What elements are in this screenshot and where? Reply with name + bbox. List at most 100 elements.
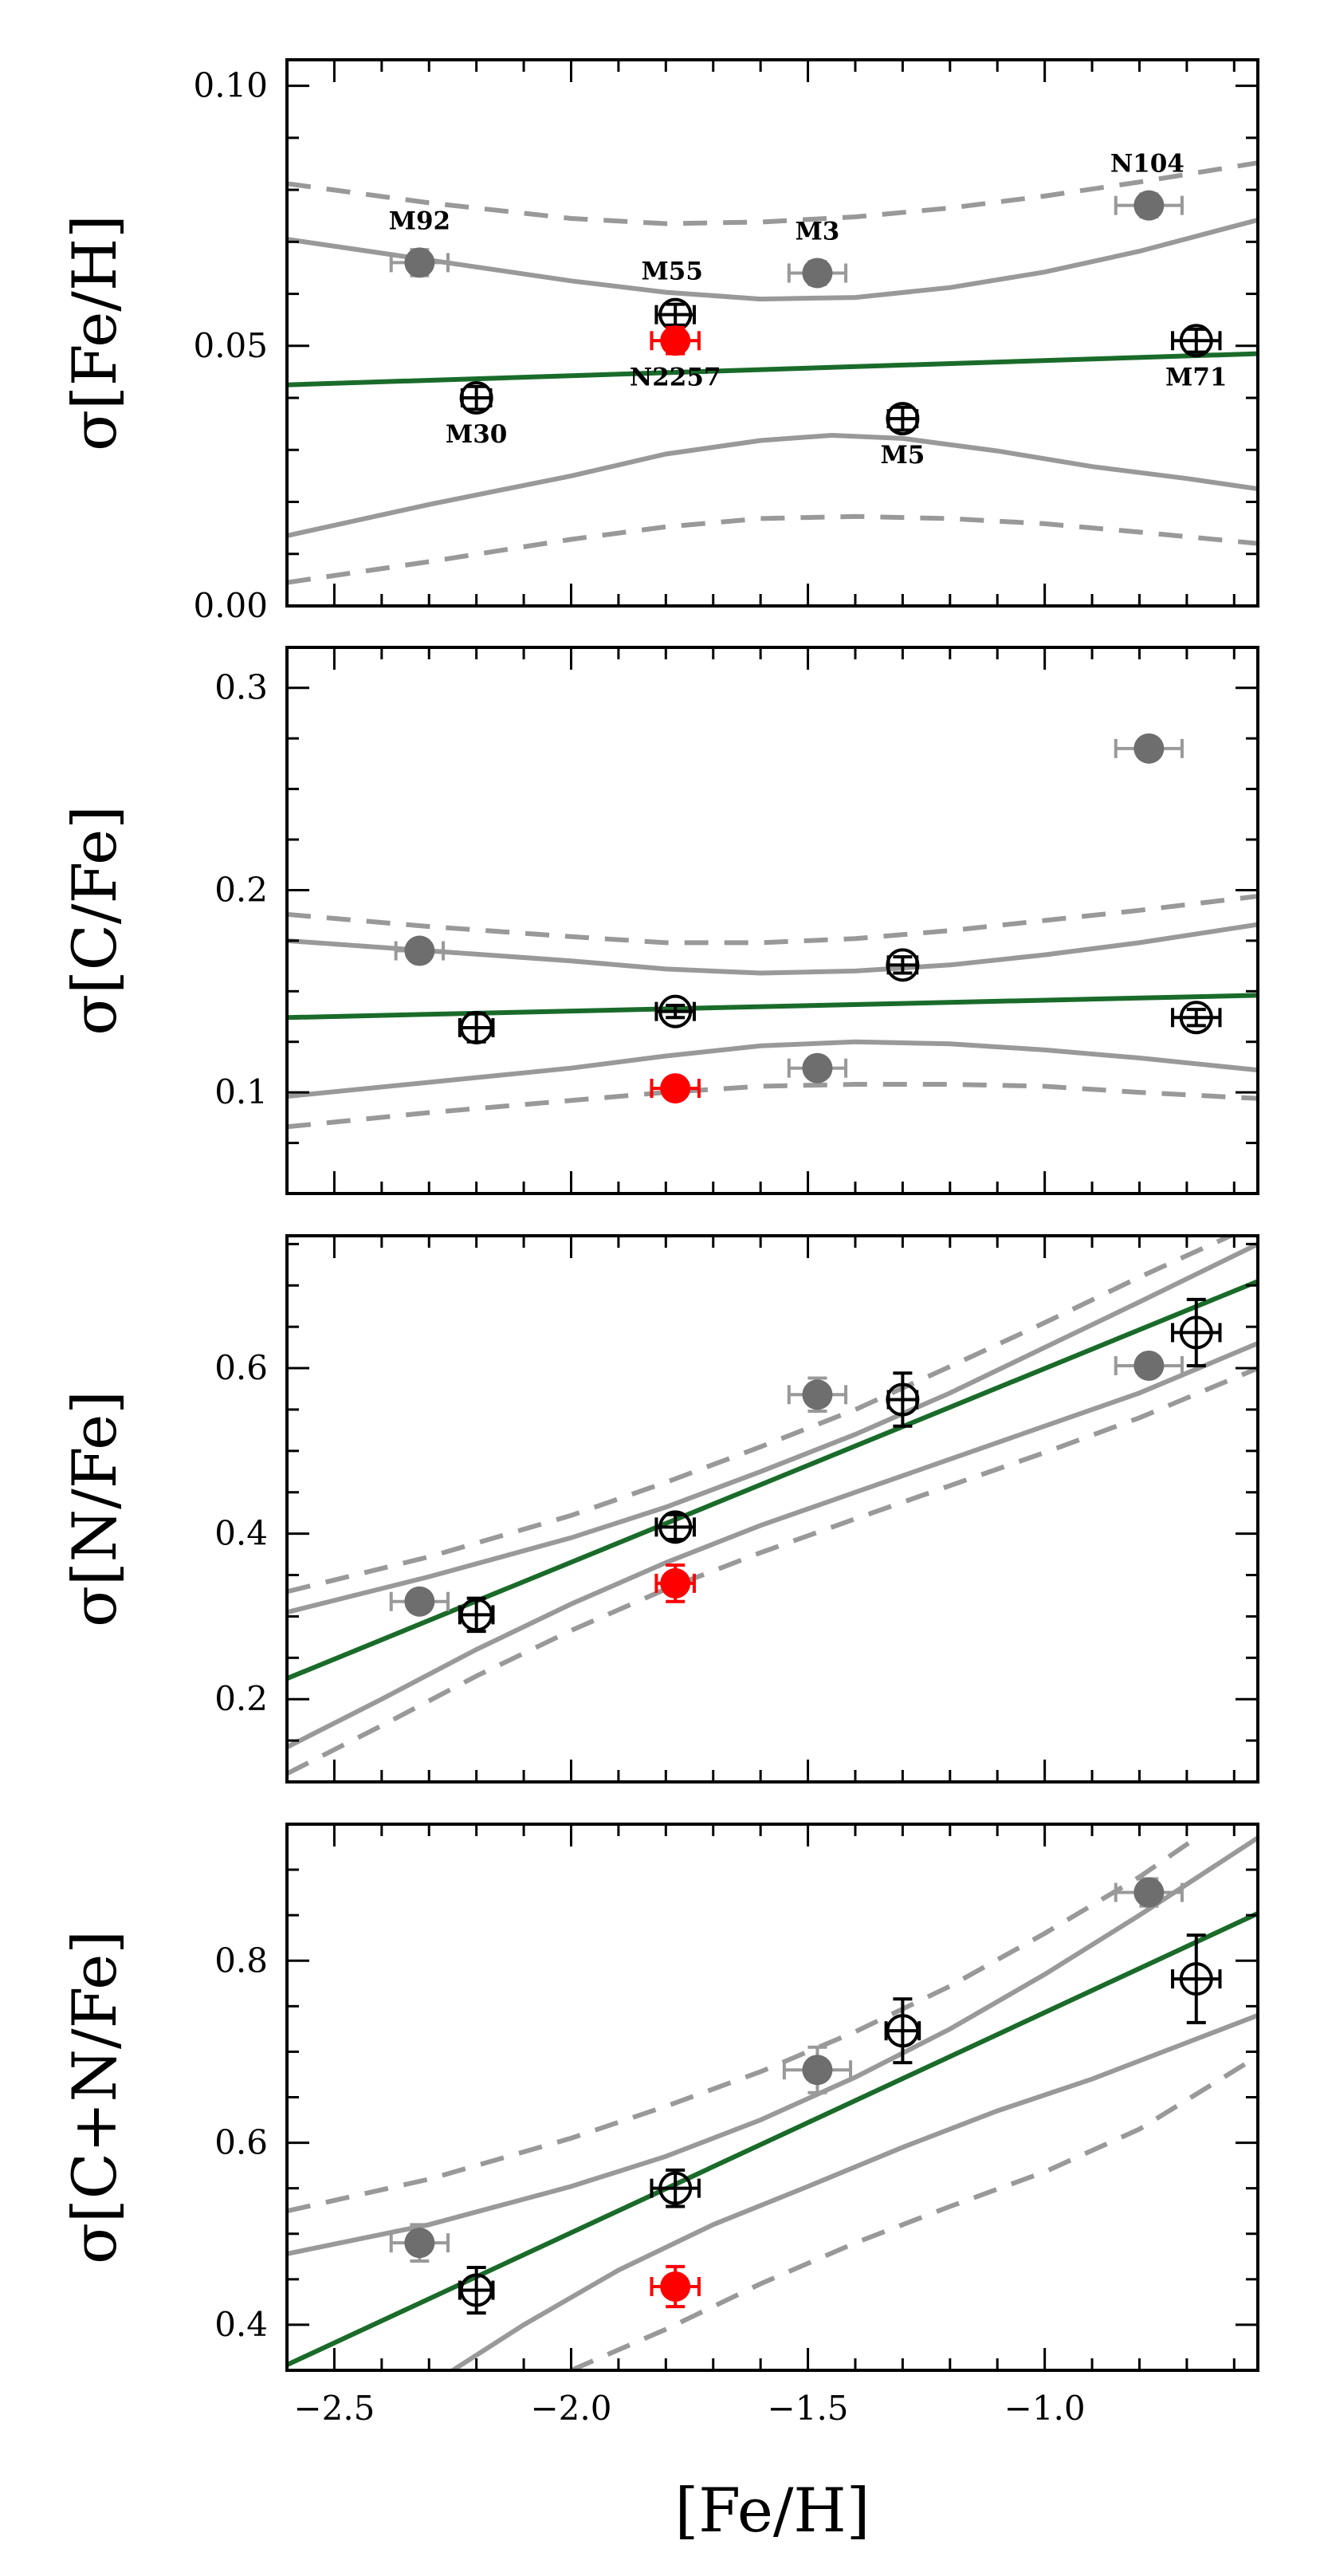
panel-frame <box>285 1234 1259 1784</box>
panel-frame <box>285 646 1259 1195</box>
marker-gray <box>802 1052 833 1083</box>
cluster-label: M55 <box>641 258 702 286</box>
cluster-label: N2257 <box>630 363 721 391</box>
marker-gray <box>404 935 435 966</box>
panel-c-fe: 0.1 0.2 0.3 σ[C/Fe] <box>59 646 1259 1195</box>
panel-fe-h: M92M30M55N2257M3M5N104M710.000.050.10σ[F… <box>59 58 1259 625</box>
data-point <box>1114 1877 1184 1908</box>
y-tick-label: 0.4 <box>214 1514 268 1553</box>
confidence-band-outer-upper <box>287 160 1258 226</box>
data-point <box>389 2223 450 2263</box>
confidence-band-outer-lower <box>570 2054 1258 2370</box>
cluster-label: M71 <box>1165 363 1227 391</box>
confidence-band-outer-lower <box>287 513 1258 585</box>
x-tick-label: −2.0 <box>530 2389 611 2428</box>
data-point <box>886 948 920 982</box>
fit-line <box>287 1911 1258 2367</box>
y-tick-label: 0.6 <box>214 2123 268 2162</box>
data-point <box>1114 733 1184 764</box>
y-tick-label: 0.00 <box>193 586 268 625</box>
confidence-band-inner-lower <box>287 432 1258 538</box>
confidence-band-inner-upper <box>287 1835 1258 2256</box>
data-point <box>1171 1933 1222 2024</box>
marker-gray <box>802 258 833 289</box>
data-point <box>459 381 493 415</box>
cluster-label: N104 <box>1110 150 1185 179</box>
panel-cn-fe: 0.40.60.8σ[C+N/Fe] <box>59 1823 1259 2372</box>
data-point <box>787 1376 848 1414</box>
marker-open <box>658 2171 693 2205</box>
marker-gray <box>802 2055 833 2086</box>
marker-gray <box>802 1379 833 1410</box>
marker-gray <box>1133 1877 1165 1908</box>
x-axis-labels: −2.5−2.0−1.5−1.0 <box>293 2389 1085 2428</box>
ticks <box>285 60 1258 608</box>
panel-frame <box>285 1823 1259 2372</box>
cluster-label: M92 <box>389 206 450 235</box>
data-point <box>1171 1297 1222 1367</box>
y-tick-label: 0.1 <box>214 1072 268 1111</box>
marker-open <box>886 948 920 982</box>
data-point <box>787 1052 848 1083</box>
cluster-label: M3 <box>795 217 839 246</box>
y-axis-title: σ[Fe/H] <box>59 214 130 451</box>
y-tick-label: 0.2 <box>214 870 268 909</box>
marker-open <box>886 2014 920 2048</box>
data-point <box>458 2265 495 2315</box>
cluster-label: M5 <box>880 441 925 470</box>
marker-gray <box>1133 190 1165 221</box>
fit-line <box>287 351 1258 387</box>
data-point <box>1171 1001 1222 1035</box>
data-point <box>389 1586 450 1617</box>
confidence-band-inner-lower <box>287 1341 1258 1750</box>
data-point <box>650 1073 701 1104</box>
marker-gray <box>1133 733 1165 764</box>
marker-gray <box>404 247 435 278</box>
marker-open <box>459 381 493 415</box>
fit-line <box>287 1279 1258 1681</box>
marker-open <box>459 1598 493 1632</box>
x-axis-title: [Fe/H] <box>675 2475 870 2546</box>
marker-gray <box>1133 1350 1165 1381</box>
confidence-band-outer-upper <box>287 1236 1236 1595</box>
y-tick-label: 0.3 <box>214 668 268 707</box>
confidence-band-outer-upper <box>287 894 1258 946</box>
y-tick-label: 0.10 <box>193 66 268 105</box>
plot-area <box>287 733 1258 1130</box>
marker-open <box>459 1010 493 1044</box>
data-point <box>650 2168 701 2208</box>
confidence-band-inner-lower <box>451 2012 1258 2370</box>
confidence-band-inner-upper <box>287 217 1258 302</box>
marker-red <box>660 1567 691 1599</box>
panel-frame <box>285 58 1259 608</box>
marker-open <box>1179 324 1213 358</box>
confidence-band-outer-upper <box>287 1835 1198 2214</box>
x-tick-label: −1.0 <box>1004 2389 1086 2428</box>
marker-open <box>459 2273 493 2307</box>
data-point <box>394 935 446 966</box>
y-tick-label: 0.2 <box>214 1679 268 1718</box>
data-point <box>654 1510 696 1544</box>
confidence-band-outer-lower <box>287 1082 1258 1130</box>
marker-red <box>660 2271 691 2302</box>
plot-area <box>287 160 1258 585</box>
plot-area <box>287 1236 1258 1776</box>
data-point <box>886 1371 920 1428</box>
data-point <box>654 297 696 332</box>
data-point <box>458 1010 495 1044</box>
data-point <box>1114 190 1184 221</box>
marker-gray <box>404 1586 435 1617</box>
panel-n-fe: 0.20.40.6σ[N/Fe] <box>59 1234 1259 1784</box>
y-axis-title: σ[C+N/Fe] <box>59 1930 130 2264</box>
data-point <box>389 247 450 278</box>
fit-line <box>287 993 1258 1021</box>
marker-open <box>1179 1316 1213 1350</box>
data-point <box>1171 324 1222 358</box>
x-tick-label: −2.5 <box>293 2389 375 2428</box>
marker-red <box>660 1073 691 1104</box>
marker-gray <box>404 2228 435 2259</box>
data-point <box>650 325 701 356</box>
data-point <box>787 258 848 289</box>
y-tick-label: 0.4 <box>214 2305 268 2344</box>
y-axis-title: σ[C/Fe] <box>59 805 130 1036</box>
